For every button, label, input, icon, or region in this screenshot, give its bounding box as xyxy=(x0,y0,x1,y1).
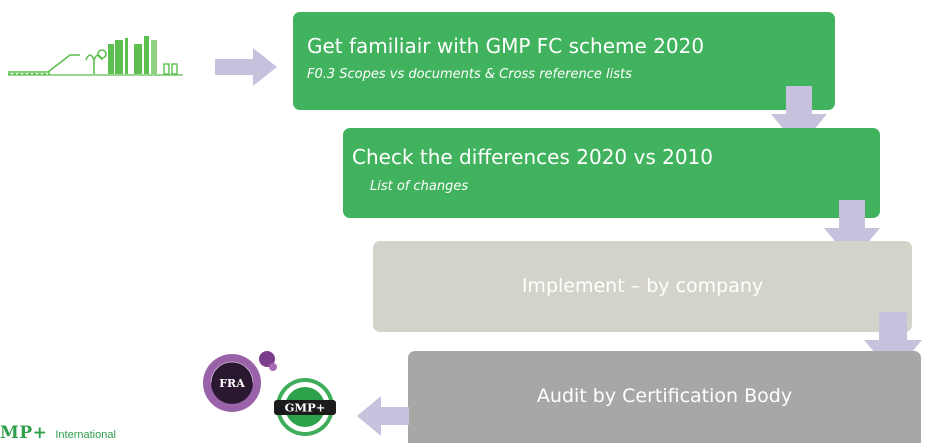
brand-mark: MP+ xyxy=(0,423,48,443)
step-audit: Audit by Certification Body xyxy=(408,351,921,443)
step-check-differences: Check the differences 2020 vs 2010 List … xyxy=(343,128,880,218)
step-title: Check the differences 2020 vs 2010 xyxy=(352,145,714,169)
step-title: Get familiair with GMP FC scheme 2020 xyxy=(307,33,705,58)
step-title: Audit by Certification Body xyxy=(536,385,793,408)
gmp-badge: GMP+ xyxy=(274,378,336,436)
feed-chain-icon xyxy=(8,36,183,76)
step-familiarize: Get familiair with GMP FC scheme 2020 F0… xyxy=(293,12,835,110)
brand-logo: MP+ International xyxy=(0,424,116,443)
step-title: Implement – by company xyxy=(521,274,764,297)
down-arrow xyxy=(771,86,827,148)
step-subtitle: F0.3 Scopes vs documents & Cross referen… xyxy=(307,66,632,82)
brand-name: International xyxy=(55,429,116,441)
gmp-badge-label: GMP+ xyxy=(285,401,326,415)
down-arrow xyxy=(824,200,880,262)
down-arrow xyxy=(864,312,922,374)
fra-badge-label: FRA xyxy=(219,377,245,390)
right-arrow xyxy=(215,48,277,86)
step-implement: Implement – by company xyxy=(373,241,912,332)
left-arrow xyxy=(357,396,409,436)
fra-badge: FRA xyxy=(203,351,277,412)
step-subtitle: List of changes xyxy=(370,179,469,194)
